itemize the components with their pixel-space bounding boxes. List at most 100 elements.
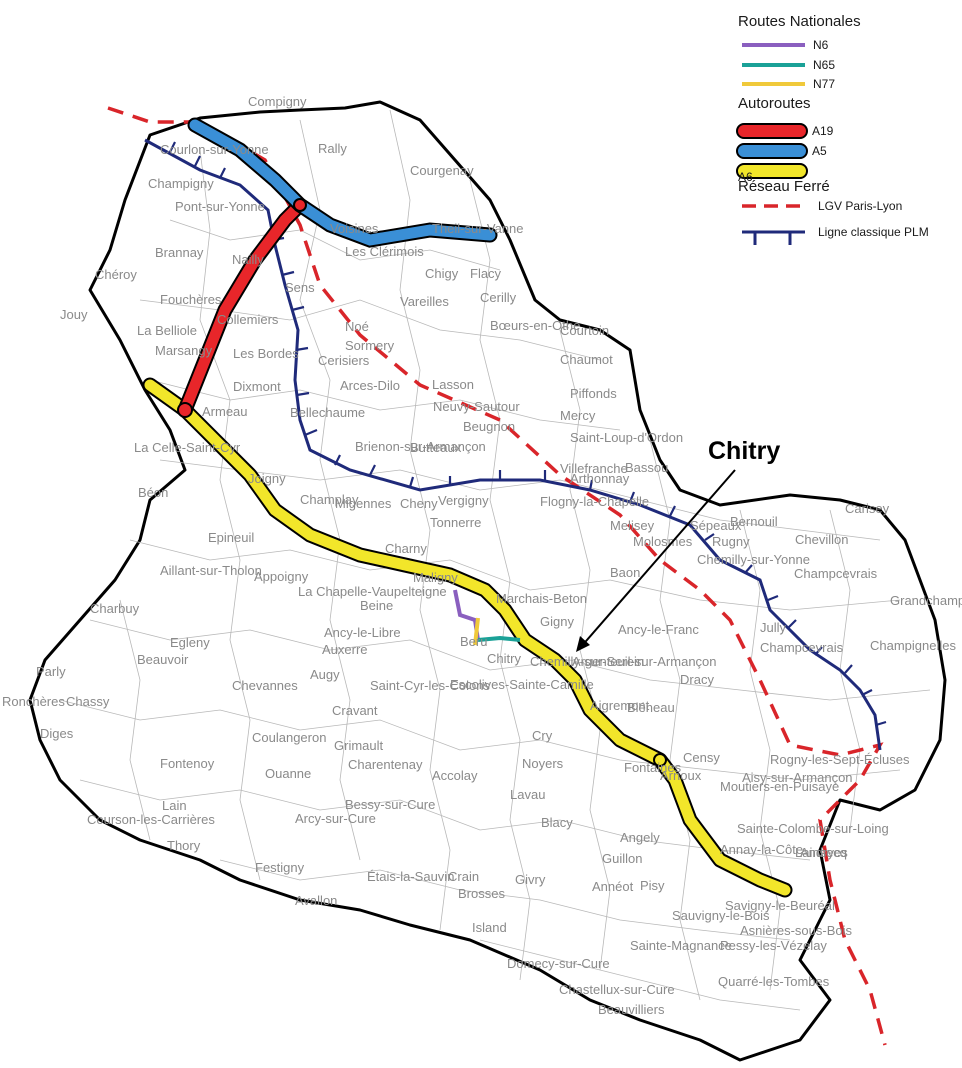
legend-a6-label: A6 [738,170,753,184]
town-label: Crain [448,869,479,884]
town-label: La Belliole [137,323,197,338]
town-label: Pisy [640,878,665,893]
town-label: Sépeaux [690,518,742,533]
town-label: Courgenay [410,163,474,178]
legend-routes-nationales-heading: Routes Nationales [738,13,861,30]
town-label: Fontenoy [160,756,215,771]
town-label: Mercy [560,408,596,423]
town-label: Armeau [202,404,248,419]
chitry-callout-label: Chitry [708,437,780,465]
town-label: La Chapelle-Vaupelteigne [298,584,447,599]
town-label: Beru [460,634,487,649]
town-label: Epineuil [208,530,254,545]
town-label: Dracy [680,672,714,687]
interchange-a19-a6 [177,402,193,418]
town-label: Accolay [432,768,478,783]
town-label: Sauvigny-le-Bois [672,908,770,923]
town-label: Compigny [248,94,307,109]
town-label: Aigremont [590,698,650,713]
town-label: Neuvy-Sautour [433,399,520,414]
town-label: Vergigny [438,493,489,508]
town-label: Piffonds [570,386,617,401]
town-label: Carisey [845,501,890,516]
town-label: Grandchamp [890,593,962,608]
town-label: Bassou [625,460,668,475]
town-label: Champigny [148,176,214,191]
town-label: Tonnerre [430,515,481,530]
town-label: Marchais-Beton [496,591,587,606]
town-label: Chassy [66,694,110,709]
legend-reseau-ferre-heading: Réseau Ferré [738,178,830,195]
town-label: Champignelles [870,638,956,653]
town-label: Molosmes [633,534,693,549]
town-label: Domecy-sur-Cure [507,956,610,971]
town-label: Sainte-Colombe-sur-Loing [737,821,889,836]
town-label: Saint-Cyr-les-Colons [370,678,490,693]
town-label: Jouy [60,307,88,322]
town-label: Bléneau [627,700,675,715]
town-label: Flogny-la-Chapelle [540,494,649,509]
town-label: Champcevrais [794,566,878,581]
town-label: Maligny [413,570,458,585]
town-label: Bœurs-en-Othe [490,318,580,333]
town-label: Marsangy [155,343,213,358]
town-label: Sainte-Magnance [630,938,732,953]
town-label: Quarré-les-Tombes [718,974,830,989]
town-label: Cerisiers [318,353,370,368]
legend-a19-swatch [736,123,808,139]
town-label: Sens [285,280,315,295]
town-label: Blacy [541,815,573,830]
town-label: Saint-Loup-d'Ordon [570,430,683,445]
legend-a5-label: A5 [812,144,827,158]
town-label: Givry [515,872,546,887]
town-label: Les Bordes [233,346,299,361]
town-label: Ouanne [265,766,311,781]
legend-autoroutes-heading: Autoroutes [738,95,811,112]
town-label: Dixmont [233,379,281,394]
town-label: Bessy-sur-Cure [345,797,435,812]
town-label: Arces-Dilo [340,378,400,393]
town-label: Avallon [295,893,337,908]
town-label: Arnoux [660,768,702,783]
town-label: Ronchères [2,694,65,709]
interchange-a19-a5 [293,198,307,212]
town-label: Chaumot [560,352,613,367]
town-label: Brosses [458,886,505,901]
town-label: Les Clérimois [345,244,424,259]
town-label: Annay-la-Côte [720,842,803,857]
town-label: Fouchères [160,292,222,307]
town-label: Cheny [400,496,438,511]
town-label: Pont-sur-Yonne [175,199,265,214]
town-label: Charny [385,541,427,556]
town-label: Aillant-sur-Tholon [160,563,262,578]
legend-a5-swatch [736,143,808,159]
town-label: Courtoin [560,323,609,338]
town-label: Courlon-sur-Yonne [160,142,269,157]
town-label: Beugnon [463,419,515,434]
legend: Routes Nationales N6 N65 N77 Autoroutes … [736,13,929,245]
town-label: Migennes [335,496,392,511]
town-label: Festigny [255,860,305,875]
town-label: Ancy-le-Libre [324,625,401,640]
town-label: Sormery [345,338,395,353]
n65-road [477,635,521,642]
town-label: Savigny-le-Beuréal [725,898,835,913]
town-label: Moutiers-en-Puisaye [720,779,839,794]
town-label: Champlay [300,492,359,507]
town-label: Gigny [540,614,574,629]
chitry-callout-arrow [579,469,736,649]
town-label: Brienon-sur-Armançon [355,439,486,454]
town-label: Aisy-sur-Armançon [742,770,853,785]
lgv-paris-lyon-line [107,106,887,1046]
ligne-classique-plm [144,138,887,751]
town-label: Appoigny [254,569,309,584]
legend-plm-swatch [742,230,805,245]
town-label: Rugny [712,534,750,549]
town-label: Bernouil [730,514,778,529]
town-label: Arthonnay [570,471,630,486]
town-label: Guillon [602,851,642,866]
town-label: Argenteuil-sur-Armançon [572,654,717,669]
town-label: Melisey [610,518,655,533]
